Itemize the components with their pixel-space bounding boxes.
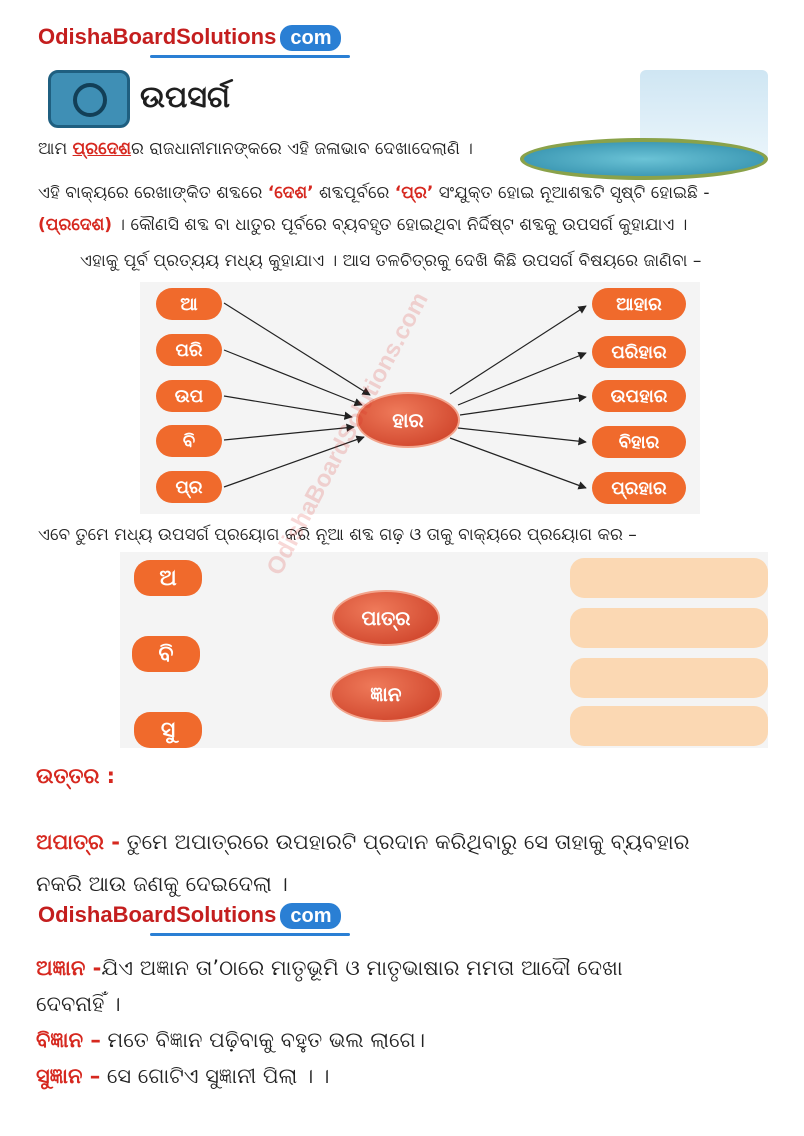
prefix-pill: ସୁ (134, 712, 202, 748)
water-puzzle-icon (48, 70, 130, 128)
intro-line-3: (ପ୍ରଦେଶ) । କୌଣସି ଶବ୍ଦ ବା ଧାତୁର ପୂର୍ବରେ ବ… (38, 215, 688, 235)
answer-blank-box[interactable] (570, 608, 768, 648)
root-word-bubble: ପାତ୍ର (332, 590, 440, 646)
brand-swoosh (150, 55, 350, 58)
page-title: ଉପସର୍ଗ (140, 80, 231, 115)
intro-line-1: ଆମ ପ୍ରଦେଶର ରାଜଧାନୀମାନଙ୍କରେ ଏହି ଜଳାଭାବ ଦେ… (38, 139, 473, 159)
brand-swoosh (150, 933, 350, 936)
result-pill: ପ୍ରହାର (592, 472, 686, 504)
answer-1-line-2: ନକରି ଆଉ ଜଣକୁ ଦେଇଦେଲା । (36, 872, 288, 896)
intro-line-4: ଏହାକୁ ପୂର୍ବ ପ୍ରତ୍ୟୟ ମଧ୍ୟ କୁହାଯାଏ । ଆସ ତଳ… (80, 251, 702, 271)
answer-4: ସୁଜ୍ଞାନ – ସେ ଗୋଟିଏ ସୁଜ୍ଞାନୀ ପିଲା । । (36, 1064, 330, 1088)
result-pill: ପରିହାର (592, 336, 686, 368)
prefix-pill: ବି (156, 425, 222, 457)
prefix-pill: ପରି (156, 334, 222, 366)
root-word-bubble: ଜ୍ଞାନ (330, 666, 442, 722)
prefix-pill: ଉପ (156, 380, 222, 412)
underlined-word: ପ୍ରଦେଶ (72, 139, 132, 159)
result-pill: ଉପହାର (592, 380, 686, 412)
root-word-bubble: ହାର (356, 392, 460, 448)
pond-illustration (520, 138, 768, 180)
brand-name: OdishaBoardSolutions (38, 24, 277, 49)
exercise-instruction: ଏବେ ତୁମେ ମଧ୍ୟ ଉପସର୍ଗ ପ୍ରୟୋଗ କରି ନୂଆ ଶବ୍ଦ… (38, 525, 637, 545)
result-pill: ଆହାର (592, 288, 686, 320)
answer-2-line-2: ଦେବନାହିଁ । (36, 992, 121, 1016)
answer-1-line-1: ଅପାତ୍ର - ତୁମେ ଅପାତ୍ରରେ ଉପହାରଟି ପ୍ରଦାନ କର… (36, 830, 690, 854)
prefix-pill: ଆ (156, 288, 222, 320)
answer-blank-box[interactable] (570, 658, 768, 698)
answer-2-line-1: ଅଜ୍ଞାନ -ଯିଏ ଅଜ୍ଞାନ ତା’ଠାରେ ମାତୃଭୂମି ଓ ମା… (36, 956, 623, 980)
prefix-pill: ଅ (134, 560, 202, 596)
answer-heading: ଉତ୍ତର : (36, 764, 116, 788)
answer-blank-box[interactable] (570, 558, 768, 598)
prefix-pill: ବି (132, 636, 200, 672)
brand-tld: com (280, 25, 342, 51)
intro-line-2: ଏହି ବାକ୍ୟରେ ରେଖାଙ୍କିତ ଶବ୍ଦରେ ‘ଦେଶ’ ଶବ୍ଦପ… (38, 183, 710, 203)
answer-3: ବିଜ୍ଞାନ – ମତେ ବିଜ୍ଞାନ ପଢ଼ିବାକୁ ବହୁତ ଭଲ ଲ… (36, 1028, 426, 1052)
answer-blank-box[interactable] (570, 706, 768, 746)
prefix-pill: ପ୍ର (156, 471, 222, 503)
result-pill: ବିହାର (592, 426, 686, 458)
